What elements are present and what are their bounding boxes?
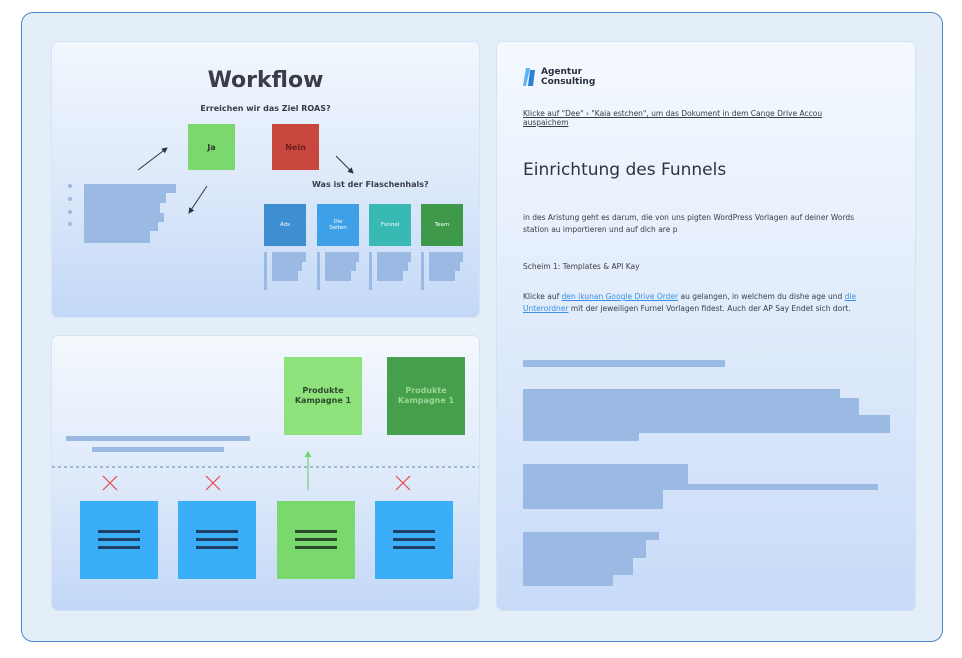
option-funnel-label: Funnel (380, 222, 400, 228)
x-mark-icon (205, 475, 221, 491)
arrow-from-no (335, 155, 354, 174)
brand-logo-icon (523, 68, 535, 86)
arrow-from-yes (188, 185, 208, 214)
option-team[interactable]: Team (421, 204, 463, 246)
para2-text: au gelangen, in welchem du dishe age und (678, 292, 845, 301)
document-panel: Agentur Consulting Klicke auf "Dee" › "K… (497, 42, 915, 610)
placeholder-block (84, 203, 160, 213)
option-detail-block (272, 271, 298, 281)
campaign-graphics (52, 451, 479, 491)
product-campaign-box[interactable]: Produkte Kampagne 1 (284, 357, 362, 435)
ad-card[interactable] (178, 501, 256, 579)
option-detail-block (272, 252, 306, 262)
option-detail-block (377, 262, 408, 271)
option-detail-block (377, 252, 411, 262)
placeholder-block (523, 415, 890, 433)
placeholder-block (523, 484, 878, 490)
option-detail-line (369, 252, 372, 290)
no-label: Nein (285, 142, 306, 152)
option-detail-block (429, 262, 460, 271)
campaign-panel: Produkte Kampagne 1 Produkte Kampagne 1 (52, 336, 479, 610)
option-detail-block (429, 271, 455, 281)
yes-label: Ja (207, 142, 216, 152)
placeholder-block (84, 222, 158, 231)
menu-lines-icon (295, 530, 337, 550)
option-detail-line (264, 252, 267, 290)
bottleneck-question: Was ist der Flaschenhals? (312, 180, 429, 189)
para2-text: mit der jeweiligen Furnel Vorlagen fides… (568, 303, 851, 313)
brand-line1: Agentur (541, 67, 583, 77)
doc-heading: Einrichtung des Funnels (523, 160, 727, 180)
ad-card-winner[interactable] (277, 501, 355, 579)
option-detail-block (325, 271, 351, 281)
product-campaign-label: Produkte Kampagne 1 (294, 386, 352, 405)
product-campaign-label-dark: Produkte Kampagne 1 (397, 386, 455, 405)
workflow-panel: Workflow Erreichen wir das Ziel ROAS? Ja… (52, 42, 479, 317)
doc-paragraph: in des Aristung geht es darum, die von u… (523, 212, 903, 235)
placeholder-block (84, 184, 176, 193)
option-funnel[interactable]: Funnel (369, 204, 411, 246)
para2-text: Klicke auf (523, 292, 562, 301)
option-detail-block (325, 262, 356, 271)
ad-card[interactable] (80, 501, 158, 579)
option-ads[interactable]: Ads (264, 204, 306, 246)
option-seiten[interactable]: Die Seiten (317, 204, 359, 246)
instruction-link-line2: auspaichem (523, 118, 569, 127)
placeholder-block (523, 532, 659, 540)
placeholder-block (523, 398, 859, 415)
option-detail-block (325, 252, 359, 262)
menu-lines-icon (98, 530, 140, 550)
placeholder-block (84, 213, 164, 222)
workflow-title: Workflow (207, 68, 324, 93)
option-team-label: Team (434, 222, 450, 228)
placeholder-block (523, 490, 663, 509)
yes-box[interactable]: Ja (188, 124, 235, 170)
placeholder-block (523, 433, 639, 441)
ad-card[interactable] (375, 501, 453, 579)
product-campaign-box-dark[interactable]: Produkte Kampagne 1 (387, 357, 465, 435)
subfolder-link[interactable]: die (844, 292, 857, 301)
doc-paragraph-links: Klicke auf den ikunan Google Drive Order… (523, 291, 903, 314)
option-detail-block (429, 252, 463, 262)
x-mark-icon (395, 475, 411, 491)
no-box[interactable]: Nein (272, 124, 319, 170)
placeholder-block (523, 389, 840, 398)
subfolder-link[interactable]: Unterordner (523, 303, 569, 313)
bullet-dot (68, 184, 72, 188)
workflow-arrows (137, 147, 354, 214)
doc-paragraph-line2: station au importieren und auf dich are … (523, 224, 678, 234)
instruction-link-line1: Klicke auf "Dee" › "Kaia estchen", um da… (523, 109, 823, 118)
option-detail-block (377, 271, 403, 281)
bullet-dot (68, 210, 72, 214)
brand-name: Agentur Consulting (541, 67, 595, 87)
placeholder-block (523, 558, 633, 575)
menu-lines-icon (196, 530, 238, 550)
instruction-link[interactable]: Klicke auf "Dee" › "Kaia estchen", um da… (523, 109, 893, 127)
doc-step: Scheim 1: Templates & API Kay (523, 262, 640, 271)
workflow-question: Erreichen wir das Ziel ROAS? (200, 104, 331, 113)
bullet-dot (68, 197, 72, 201)
drive-folder-link[interactable]: den ikunan Google Drive Order (561, 292, 679, 301)
option-ads-label: Ads (279, 222, 291, 228)
x-mark-icon (102, 475, 118, 491)
placeholder-block (523, 464, 688, 484)
placeholder-block (523, 540, 646, 558)
option-seiten-label: Die Seiten (329, 219, 347, 231)
brand-line2: Consulting (541, 77, 596, 87)
placeholder-block (523, 575, 613, 586)
placeholder-line (66, 436, 250, 441)
doc-paragraph-line1: in des Aristung geht es darum, die von u… (523, 213, 855, 222)
placeholder-line (92, 447, 224, 452)
arrow-to-yes (137, 147, 168, 171)
option-detail-line (317, 252, 320, 290)
placeholder-line (523, 360, 725, 367)
bullet-dot (68, 222, 72, 226)
option-detail-line (421, 252, 424, 290)
placeholder-block (84, 193, 166, 203)
option-detail-block (272, 262, 302, 271)
menu-lines-icon (393, 530, 435, 550)
placeholder-block (84, 231, 150, 243)
